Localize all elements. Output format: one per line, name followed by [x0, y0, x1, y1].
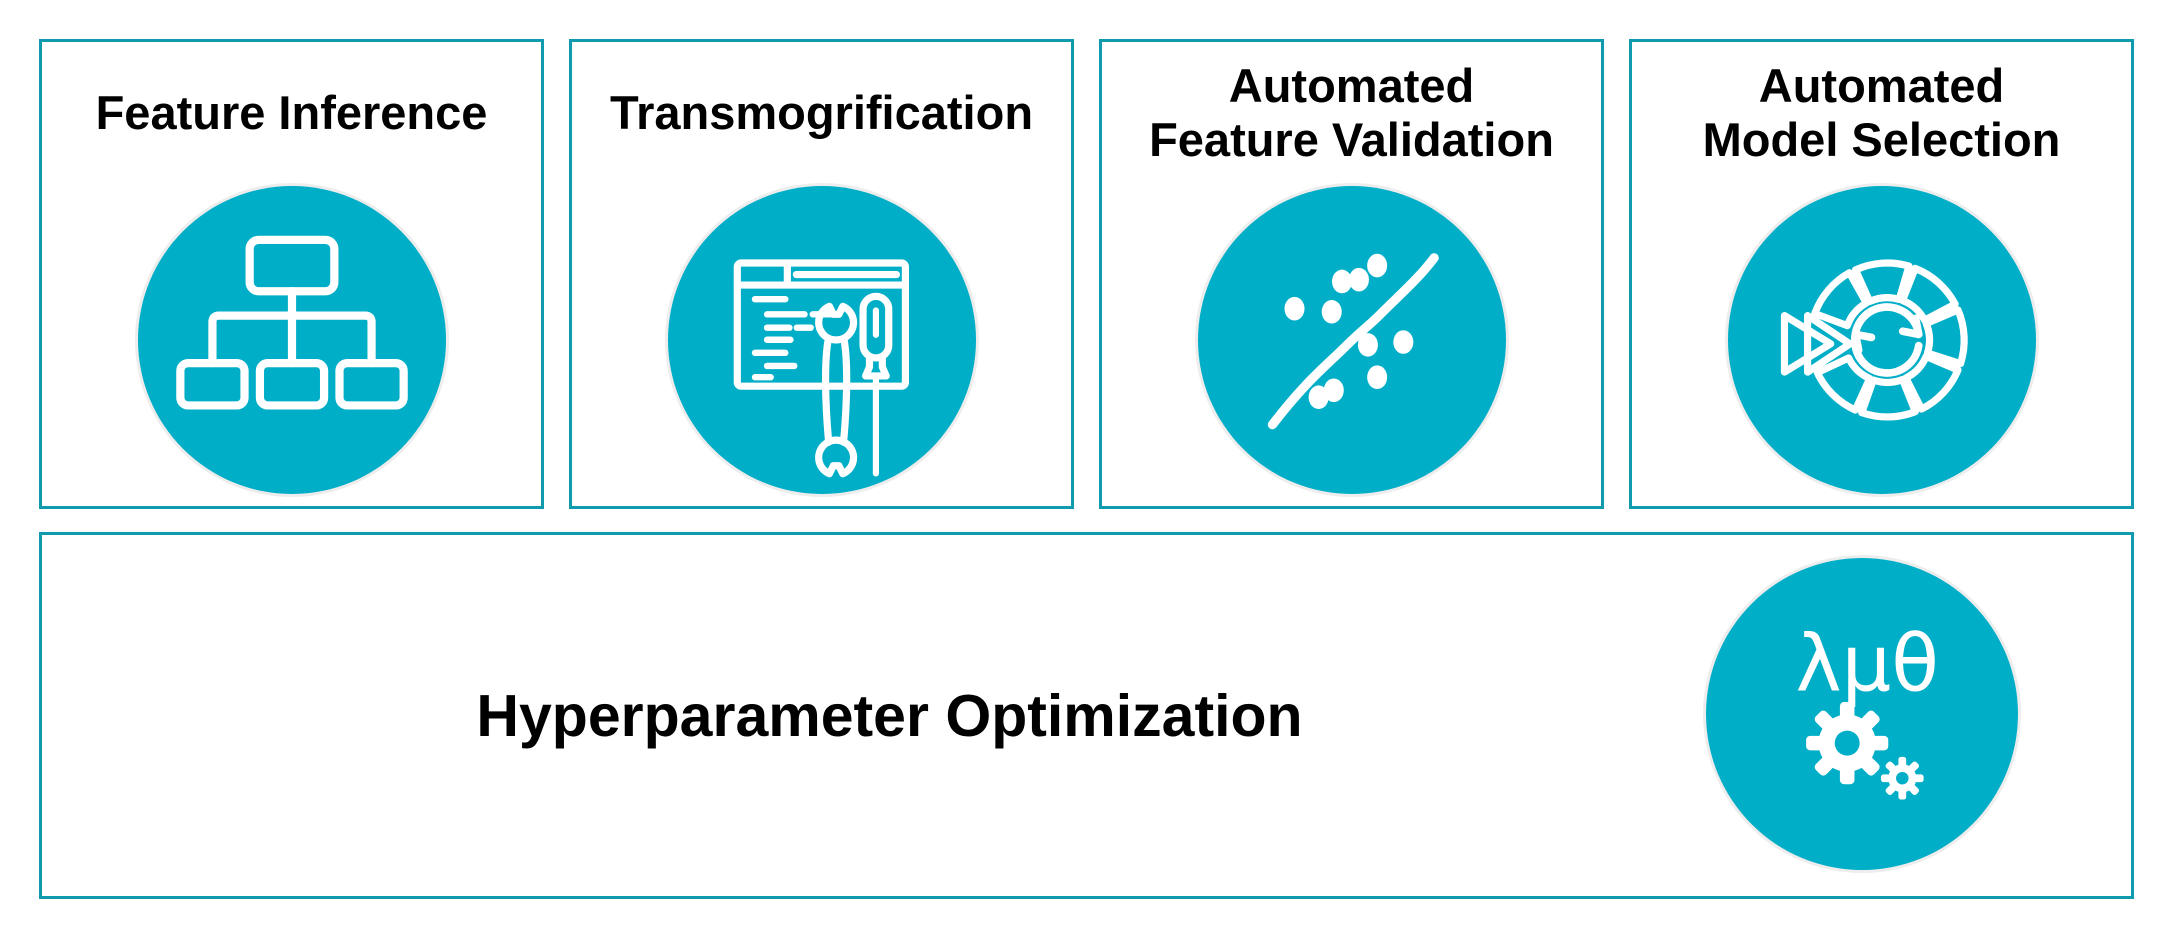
segmented-cycle-icon — [1780, 259, 1968, 421]
card-automated-feature-validation: Automated Feature Validation — [1099, 39, 1604, 509]
transmogrification-icon-circle — [667, 186, 976, 494]
hierarchy-icon — [175, 235, 408, 410]
card-title: Automated Model Selection — [1702, 58, 2061, 166]
feature-inference-icon-circle — [137, 186, 446, 494]
card-transmogrification: Transmogrification — [569, 39, 1074, 509]
model-selection-icon-circle — [1727, 186, 2036, 494]
card-title: Automated Feature Validation — [1149, 58, 1554, 166]
hyperparameter-icon-circle: λμθ — [1706, 558, 2018, 870]
card-title: Transmogrification — [609, 85, 1034, 139]
card-automated-model-selection: Automated Model Selection — [1629, 39, 2134, 509]
code-window-tools-icon — [733, 259, 909, 478]
greek-symbols-text: λμθ — [1795, 620, 1939, 710]
large-gear-icon — [1806, 702, 1889, 785]
bottom-card-title: Hyperparameter Optimization — [476, 682, 1303, 749]
card-feature-inference: Feature Inference — [39, 39, 544, 509]
card-hyperparameter-optimization: Hyperparameter Optimization λμθ — [39, 532, 2134, 899]
scatter-plot-trendline-icon — [1267, 253, 1439, 430]
card-title: Feature Inference — [95, 85, 488, 139]
lambda-mu-theta-gears-icon: λμθ — [1795, 620, 1939, 800]
feature-validation-icon-circle — [1197, 186, 1506, 494]
small-gear-icon — [1880, 756, 1924, 800]
